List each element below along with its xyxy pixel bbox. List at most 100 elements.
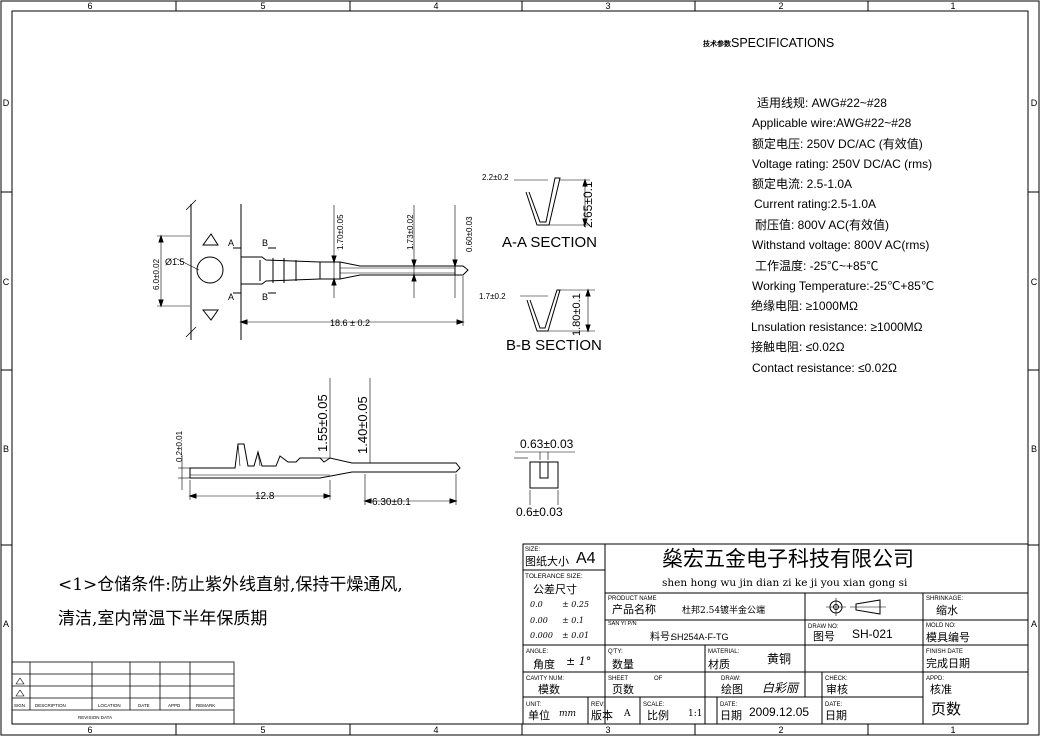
appd-label-cn: 核准 — [930, 682, 952, 696]
zone-col-6-bottom: 6 — [87, 725, 92, 735]
section-a-a — [514, 177, 590, 227]
product-name: 杜邦2.54镀半金公端 — [682, 604, 765, 616]
spec-line: 适用线规: AWG#22~#28 — [757, 95, 887, 110]
spec-line: 额定电流: 2.5-1.0A — [752, 176, 852, 191]
tol-value: ± 0.25 — [562, 600, 589, 609]
tol-digits: 0.0 — [530, 600, 543, 609]
section-mark-b-bottom: B — [262, 292, 268, 302]
drawn-by: 白彩丽 — [762, 681, 800, 695]
spec-line: 额定电压: 250V DC/AC (有效值) — [752, 136, 923, 151]
tol-digits: 0.000 — [530, 631, 553, 640]
rev-col-remark: REMARK — [196, 703, 215, 708]
angle-value: ± 1° — [566, 655, 591, 668]
draw-label-cn: 绘图 — [721, 682, 743, 696]
dim-aa-height: 2.65±0.1 — [581, 181, 595, 228]
spec-line: Contact resistance: ≤0.02Ω — [752, 361, 897, 375]
scale-label-cn: 比例 — [647, 708, 669, 722]
cavity-label: CAVITY NUM: — [526, 676, 564, 682]
dim-bb-height: 1.80±0.1 — [571, 293, 583, 336]
dim-063: 0.63±0.03 — [520, 437, 574, 451]
part-number-label: 料号: — [650, 630, 673, 643]
zone-col-6: 6 — [87, 1, 92, 11]
zone-col-1: 1 — [950, 1, 955, 11]
spec-line: 接触电阻: ≤0.02Ω — [751, 339, 845, 354]
revision-table — [11, 661, 235, 725]
zone-row-b-right: B — [1031, 444, 1037, 454]
date2-label: DATE: — [825, 702, 843, 708]
zone-row-d-right: D — [1031, 98, 1038, 108]
dim-02: 0.2±0.01 — [175, 430, 184, 462]
check-label-cn: 审核 — [826, 682, 848, 696]
spec-heading-cn: 技术参数 — [703, 39, 732, 48]
spec-line: 工作温度: -25℃~+85℃ — [755, 258, 878, 273]
spec-line: Applicable wire:AWG#22~#28 — [752, 116, 912, 130]
section-b-b — [520, 288, 595, 333]
zone-row-c: C — [3, 277, 10, 287]
u-section — [514, 451, 575, 505]
mold-no-label: MOLD NO: — [926, 623, 956, 629]
rev-label: REV: — [591, 702, 605, 708]
shrinkage-label: SHRINKAGE: — [926, 596, 963, 602]
product-label: PRODUCT NAME — [608, 596, 657, 602]
draw-no-label: DRAW NO: — [808, 624, 839, 630]
section-bb-title: B-B SECTION — [506, 337, 602, 354]
draw-no-label-cn: 图号 — [813, 630, 835, 643]
sheet-label-cn: 页数 — [612, 683, 634, 696]
of-label: OF — [654, 676, 663, 682]
title-block — [522, 543, 1029, 725]
date2-label-cn: 日期 — [825, 709, 847, 722]
storage-note-line-1: <1>仓储条件:防止紫外线直射,保持干燥通风, — [58, 575, 403, 595]
angle-label: ANGLE: — [526, 649, 548, 655]
size-value: A4 — [576, 550, 596, 567]
draw-label: DRAW: — [721, 676, 741, 682]
size-label-cn: 图纸大小 — [525, 554, 569, 568]
zone-row-c-right: C — [1031, 277, 1038, 287]
finish-date-label-cn: 完成日期 — [926, 656, 970, 670]
section-mark-b-top: B — [262, 238, 268, 248]
storage-note-line-2: 清洁,室内常温下半年保质期 — [58, 609, 267, 629]
tolerance-label: TOLERANCE SIZE: — [525, 573, 583, 580]
tol-value: ± 0.01 — [562, 631, 589, 640]
spec-lines: 适用线规: AWG#22~#28 Applicable wire:AWG#22~… — [751, 95, 934, 375]
rev-footer: REVISION DATA — [78, 715, 112, 720]
section-mark-a-top: A — [228, 238, 234, 248]
terminal-side-view — [178, 378, 461, 505]
part-number: SH254A-F-TG — [671, 632, 729, 642]
sheet-label: SHEET — [608, 676, 628, 682]
zone-col-3: 3 — [605, 1, 610, 11]
company-name-cn: 燊宏五金电子科技有限公司 — [662, 547, 914, 571]
company-name-pinyin: shen hong wu jin dian zi ke ji you xian … — [662, 577, 908, 589]
unit-label: UNIT: — [526, 702, 541, 708]
pages-label-cn: 页数 — [931, 700, 961, 718]
spec-line: Lnsulation resistance: ≥1000MΩ — [751, 320, 923, 334]
sanyi-pn-label: SAN YI P/N — [608, 621, 637, 627]
rev-col-sign: SIGN — [14, 703, 25, 708]
unit-value: mm — [559, 709, 576, 719]
appd-label: APPD: — [926, 676, 944, 682]
specifications: 技术参数 SPECIFICATIONS 适用线规: AWG#22~#28 App… — [703, 36, 934, 375]
spec-line: 耐压值: 800V AC(有效值) — [755, 217, 889, 232]
angle-label-cn: 角度 — [533, 657, 555, 671]
side-view-dims: 0.2±0.01 12.8 6.30±0.1 1.55±0.05 1.40±0.… — [175, 394, 411, 508]
material-label: MATERIAL: — [708, 649, 740, 655]
zone-col-5-bottom: 5 — [260, 725, 265, 735]
dim-height-6: 6.0±0.02 — [152, 258, 161, 290]
rev-col-date: DATE — [138, 703, 150, 708]
product-label-cn: 产品名称 — [612, 602, 656, 616]
draw-no: SH-021 — [852, 627, 893, 641]
tol-value: ± 0.1 — [562, 616, 584, 625]
spec-line: 绝缘电阻: ≥1000MΩ — [751, 298, 858, 313]
check-label: CHECK: — [825, 676, 848, 682]
rev-label-cn: 版本 — [591, 708, 613, 722]
dim-155: 1.55±0.05 — [315, 394, 330, 452]
spec-line: Withstand voltage: 800V AC(rms) — [752, 238, 929, 252]
spec-line: Voltage rating: 250V DC/AC (rms) — [752, 157, 932, 171]
revision-header: SIGN DESCRIPTION LOCATION DATE APPD REMA… — [14, 703, 215, 720]
rev-value: A — [623, 709, 631, 719]
scale-value: 1:1 — [688, 709, 702, 719]
tol-digits: 0.00 — [530, 616, 548, 625]
dim-overall-length: 18.6 ± 0.2 — [330, 318, 370, 328]
size-label: SIZE: — [525, 547, 540, 553]
